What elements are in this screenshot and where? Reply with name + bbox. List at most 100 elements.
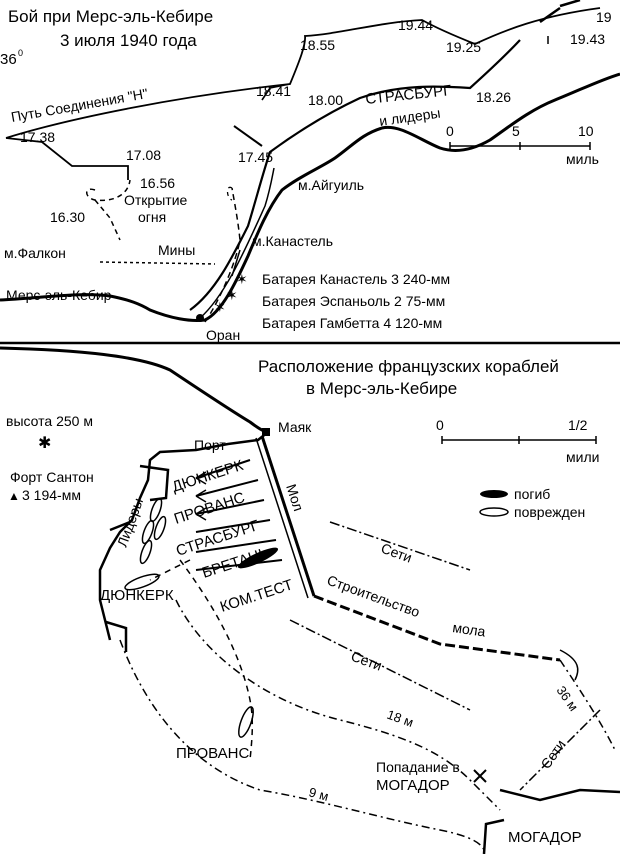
ship-label: КОМ.ТЕСТ bbox=[218, 576, 295, 616]
shore-pier bbox=[105, 620, 128, 652]
provence-track bbox=[179, 559, 254, 761]
mines-label: Мины bbox=[158, 242, 195, 258]
lighthouse-label: Маяк bbox=[278, 419, 312, 435]
scale-tick: 0 bbox=[436, 417, 444, 433]
dunkerque-track bbox=[149, 559, 191, 581]
time-label: 19.25 bbox=[446, 39, 481, 55]
time-label: 19.43 bbox=[570, 31, 605, 47]
bottom-coastline bbox=[0, 346, 269, 434]
time-label: 17.38 bbox=[20, 129, 55, 145]
hit-label: Попадание в bbox=[376, 759, 460, 775]
nets-line bbox=[519, 709, 601, 791]
bottom-title-line1: Расположение французских кораблей bbox=[258, 357, 559, 376]
battery-label: Батарея Канастель 3 240-мм bbox=[262, 271, 450, 287]
hit-marker bbox=[473, 769, 487, 783]
time-label: 18.55 bbox=[300, 37, 335, 53]
lighthouse-marker bbox=[262, 428, 270, 436]
time-label: 18.00 bbox=[308, 92, 343, 108]
provence-ship-damaged bbox=[238, 706, 254, 738]
legend-damaged-icon bbox=[479, 507, 509, 517]
place-label: Мерс-эль-Кебир bbox=[6, 287, 112, 303]
construction-line bbox=[313, 594, 561, 662]
nets-label: Сети bbox=[537, 737, 568, 772]
south-coast bbox=[499, 788, 620, 802]
time-label: 17.45 bbox=[238, 149, 273, 165]
destroyer-route bbox=[204, 187, 241, 323]
nets-line bbox=[329, 521, 471, 571]
time-label: 17.08 bbox=[126, 147, 161, 163]
height-label: высота 250 м bbox=[6, 413, 93, 429]
latitude-label: 36 bbox=[0, 51, 17, 68]
mines-line bbox=[99, 261, 216, 265]
port-label: Порт bbox=[194, 437, 226, 453]
top-title-line1: Бой при Мерс-эль-Кебире bbox=[8, 7, 213, 26]
ship-label: ДЮНКЕРК bbox=[170, 457, 246, 496]
battery-label: Батарея Гамбетта 4 120-мм bbox=[262, 315, 442, 331]
ship-arrowheads bbox=[195, 471, 207, 521]
place-label: м.Айгуиль bbox=[298, 177, 364, 193]
fire-open-label: Открытие bbox=[124, 192, 188, 208]
time-label: 18.26 bbox=[476, 89, 511, 105]
dunkerque-ship-damaged bbox=[124, 573, 160, 591]
leader-ship bbox=[141, 519, 155, 545]
place-label: м.Фалкон bbox=[4, 245, 66, 261]
scale-unit: миль bbox=[566, 151, 599, 167]
top-coastline bbox=[0, 72, 620, 322]
top-scale-bar bbox=[449, 142, 591, 150]
canastel-arrow bbox=[231, 249, 241, 277]
harbor-coast bbox=[98, 431, 269, 641]
depth-contour-36 bbox=[559, 659, 616, 751]
nets-label: Сети bbox=[349, 648, 384, 674]
time-label: 19 bbox=[596, 9, 612, 25]
place-label: Оран bbox=[206, 327, 240, 343]
ship-marks-top bbox=[539, 0, 581, 24]
depth-label: 36 м bbox=[554, 683, 582, 714]
fire-open-label: огня bbox=[138, 209, 166, 225]
nets-label: Сети bbox=[379, 540, 414, 566]
height-marker: ✱ bbox=[38, 435, 51, 452]
mole-inner bbox=[255, 437, 309, 599]
legend-sunk-label: погиб bbox=[514, 486, 550, 502]
strasbourg-route-2 bbox=[199, 167, 275, 319]
battery-marker: ✶ bbox=[236, 271, 248, 287]
battery-marker: ✶ bbox=[214, 299, 226, 315]
time-label: 18.41 bbox=[256, 83, 291, 99]
battery-label: Батарея Эспаньоль 2 75-мм bbox=[262, 293, 445, 309]
top-map: Бой при Мерс-эль-Кебире 3 июля 1940 года… bbox=[0, 0, 620, 343]
force-h-dashed bbox=[94, 199, 121, 241]
aircraft-mark bbox=[233, 125, 263, 147]
leaders-label: Лидеры bbox=[114, 496, 146, 549]
fort-marker: ▲ bbox=[8, 489, 20, 503]
mogador-berth bbox=[482, 818, 505, 854]
battery-marker: ✶ bbox=[226, 287, 238, 303]
hit-label: МОГАДОР bbox=[376, 777, 450, 794]
legend-sunk-icon bbox=[480, 490, 508, 498]
depth-label: 9 м bbox=[307, 784, 330, 804]
top-title-line2: 3 июля 1940 года bbox=[60, 31, 197, 50]
scale-tick: 1/2 bbox=[568, 417, 588, 433]
leaders-label: и лидеры bbox=[378, 105, 441, 129]
depth-contour-9 bbox=[119, 639, 485, 851]
construction-end bbox=[559, 649, 579, 681]
depth-contour-18 bbox=[175, 599, 501, 811]
scale-tick: 5 bbox=[512, 123, 520, 139]
depth-label: 18 м bbox=[385, 707, 416, 730]
leader-ship bbox=[153, 515, 167, 541]
bottom-title-line2: в Мерс-эль-Кебире bbox=[306, 379, 457, 398]
destroyer-loop bbox=[226, 186, 233, 201]
force-h-route-turn bbox=[261, 83, 291, 101]
fort-label: Форт Сантон bbox=[10, 469, 94, 485]
force-h-route-south bbox=[5, 137, 129, 180]
mogador-label: МОГАДОР bbox=[508, 829, 582, 846]
scale-tick: 10 bbox=[578, 123, 594, 139]
place-label: м.Канастель bbox=[252, 233, 333, 249]
bottom-map: Расположение французских кораблей в Мерс… bbox=[0, 346, 620, 854]
fort-label: 3 194-мм bbox=[22, 487, 81, 503]
ship-berths bbox=[195, 459, 283, 571]
construction-label: мола bbox=[452, 619, 487, 639]
bottom-scale-bar bbox=[441, 436, 597, 444]
latitude-degree: 0 bbox=[18, 48, 23, 58]
leader-ship bbox=[139, 539, 153, 565]
